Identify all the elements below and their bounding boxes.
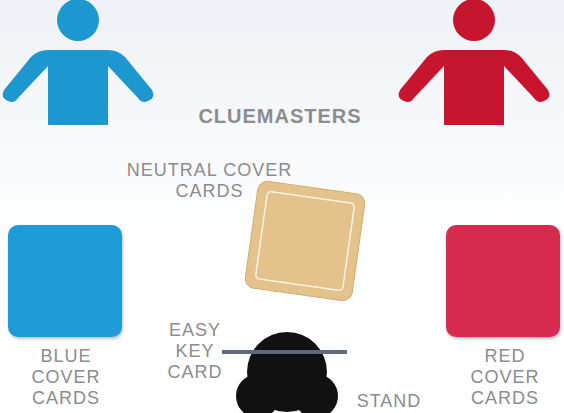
key-card-stand: STAND: [215, 328, 430, 413]
card-face: [244, 180, 366, 302]
blue-card-pile: BLUE COVER CARDS: [5, 222, 125, 413]
key-card: [222, 350, 347, 354]
blue-cluemaster-figure: [3, 0, 154, 125]
node-label: STAND: [353, 391, 425, 412]
node-label: BLUE COVER CARDS: [21, 346, 111, 409]
neutral-card-pile: NEUTRAL COVER CARDS: [120, 155, 370, 305]
stand-ear: [294, 374, 338, 413]
cover-card: [446, 225, 560, 337]
cover-card: [8, 225, 122, 337]
figure-head: [57, 0, 99, 41]
figure-head: [453, 0, 495, 41]
neutral-card: [244, 180, 366, 302]
red-cluemaster-figure: [399, 0, 550, 125]
figure-body: [3, 50, 154, 125]
stand-ear: [236, 374, 280, 413]
figure-body: [399, 50, 550, 125]
part-label: EASY KEY CARD: [152, 320, 238, 383]
group-title: CLUEMASTERS: [175, 106, 385, 127]
card-frame: [255, 191, 354, 290]
node-label: RED COVER CARDS: [460, 346, 550, 409]
red-card-pile: RED COVER CARDS: [443, 222, 563, 413]
node-label: NEUTRAL COVER CARDS: [122, 160, 297, 202]
